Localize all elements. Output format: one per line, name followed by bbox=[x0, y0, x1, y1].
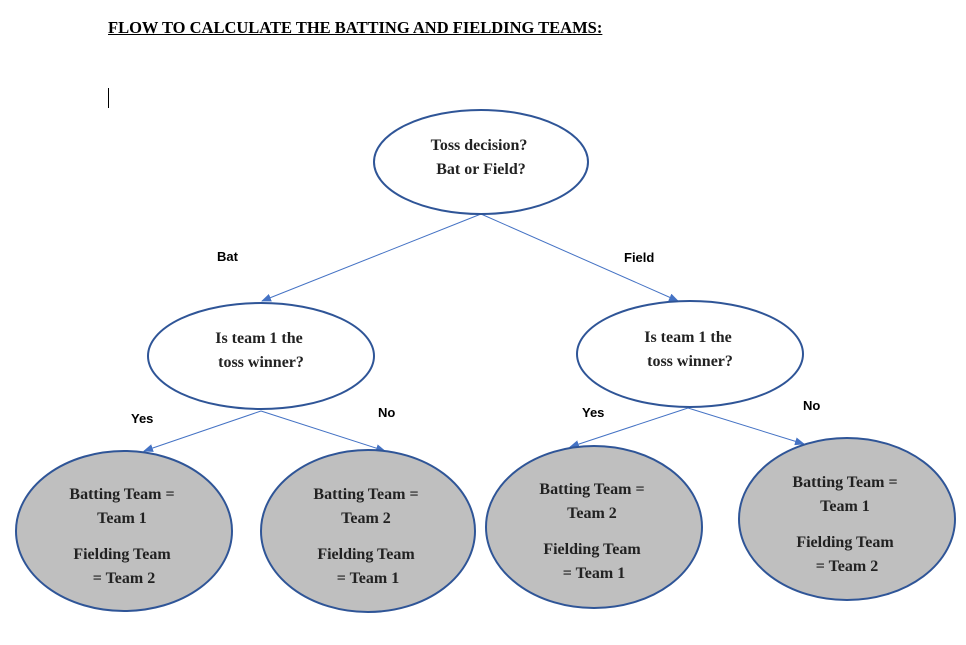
node-field-yes-result-shape bbox=[485, 445, 703, 609]
edge-field-question-to-no-result bbox=[687, 407, 805, 446]
node-field-no-result-shape bbox=[738, 437, 956, 601]
node-bat-yes-result-shape bbox=[15, 450, 233, 612]
node-bat-yes-line-2: Team 1 bbox=[97, 510, 147, 527]
edge-root-to-field-question bbox=[480, 213, 679, 302]
node-bat-question-line-2: toss winner? bbox=[218, 354, 304, 371]
edge-label-bat-yes: Yes bbox=[131, 411, 153, 426]
node-bat-no-result-shape bbox=[260, 449, 476, 613]
node-bat-no-line-3: Fielding Team bbox=[317, 546, 415, 563]
node-root-decision: Toss decision? Bat or Field? bbox=[373, 109, 589, 215]
node-field-no-line-2: Team 1 bbox=[820, 498, 870, 515]
node-bat-question-line-1: Is team 1 the bbox=[215, 330, 303, 347]
text-cursor bbox=[108, 88, 109, 108]
node-field-question-line-2: toss winner? bbox=[647, 353, 733, 370]
svg-text:Batting Team = Team 1: Batting Team = Team 1 Fielding Team = Te… bbox=[792, 474, 901, 575]
edge-field-question-to-yes-result bbox=[569, 407, 689, 448]
node-bat-yes-line-4: = Team 2 bbox=[93, 570, 155, 587]
node-bat-no-line-1: Batting Team = bbox=[313, 486, 418, 503]
node-bat-yes-line-1: Batting Team = bbox=[69, 486, 174, 503]
svg-text:Batting Team = Team 2: Batting Team = Team 2 Fielding Team = Te… bbox=[313, 486, 422, 587]
node-field-question: Is team 1 the toss winner? bbox=[576, 300, 804, 408]
edges bbox=[143, 213, 805, 453]
edge-label-bat-no: No bbox=[378, 405, 395, 420]
node-bat-no-line-2: Team 2 bbox=[341, 510, 391, 527]
node-field-no-line-1: Batting Team = bbox=[792, 474, 897, 491]
svg-text:Batting Team = Team 1: Batting Team = Team 1 Fielding Team = Te… bbox=[69, 486, 178, 587]
edge-labels: Bat Field Yes No Yes No bbox=[131, 249, 820, 426]
node-bat-question: Is team 1 the toss winner? bbox=[147, 302, 375, 410]
svg-text:Is team 1 the toss win: Is team 1 the toss winner? bbox=[644, 329, 736, 370]
node-field-yes-line-3: Fielding Team bbox=[543, 541, 641, 558]
node-bat-yes-line-3: Fielding Team bbox=[73, 546, 171, 563]
node-field-no-line-3: Fielding Team bbox=[796, 534, 894, 551]
edge-bat-question-to-no-result bbox=[260, 410, 386, 453]
edge-label-field: Field bbox=[624, 250, 654, 265]
svg-text:Toss decision? Bat or: Toss decision? Bat or Field? bbox=[431, 137, 532, 178]
node-bat-yes-result: Batting Team = Team 1 Fielding Team = Te… bbox=[15, 450, 233, 612]
svg-text:Is team 1 the toss win: Is team 1 the toss winner? bbox=[215, 330, 307, 371]
node-field-yes-line-1: Batting Team = bbox=[539, 481, 644, 498]
edge-bat-question-to-yes-result bbox=[143, 410, 262, 452]
node-bat-no-result: Batting Team = Team 2 Fielding Team = Te… bbox=[260, 449, 476, 613]
svg-text:Batting Team = Team 2: Batting Team = Team 2 Fielding Team = Te… bbox=[539, 481, 648, 582]
node-field-question-shape bbox=[576, 300, 804, 408]
edge-label-field-yes: Yes bbox=[582, 405, 604, 420]
node-root-line-1: Toss decision? bbox=[431, 137, 528, 154]
node-field-yes-result: Batting Team = Team 2 Fielding Team = Te… bbox=[485, 445, 703, 609]
node-field-yes-line-2: Team 2 bbox=[567, 505, 617, 522]
node-field-no-line-4: = Team 2 bbox=[816, 558, 878, 575]
page-title: FLOW TO CALCULATE THE BATTING AND FIELDI… bbox=[108, 18, 603, 37]
node-bat-no-line-4: = Team 1 bbox=[337, 570, 399, 587]
node-field-yes-line-4: = Team 1 bbox=[563, 565, 625, 582]
edge-label-bat: Bat bbox=[217, 249, 239, 264]
edge-label-field-no: No bbox=[803, 398, 820, 413]
node-field-no-result: Batting Team = Team 1 Fielding Team = Te… bbox=[738, 437, 956, 601]
node-bat-question-shape bbox=[147, 302, 375, 410]
edge-root-to-bat-question bbox=[261, 213, 482, 302]
node-root-line-2: Bat or Field? bbox=[436, 161, 525, 178]
node-root-shape bbox=[373, 109, 589, 215]
node-field-question-line-1: Is team 1 the bbox=[644, 329, 732, 346]
